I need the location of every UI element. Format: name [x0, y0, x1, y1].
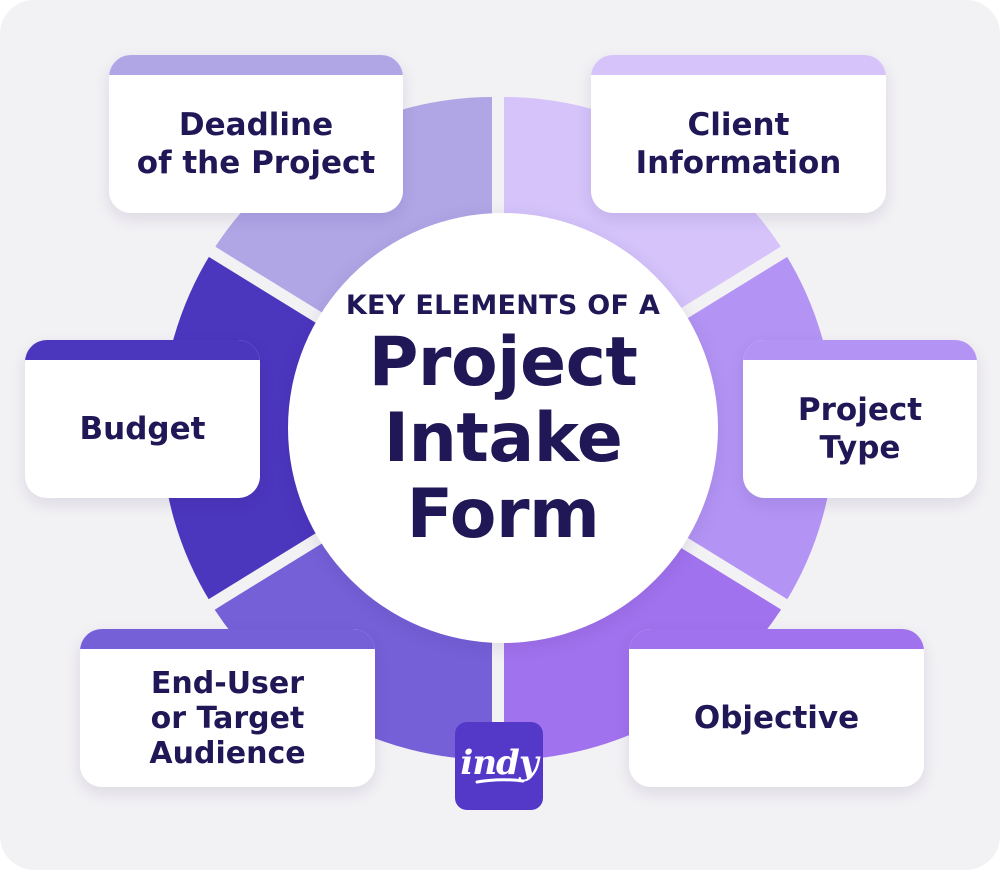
card-end-user: End-User or Target Audience	[80, 629, 375, 787]
center-title-circle: KEY ELEMENTS OF A Project Intake Form	[288, 213, 718, 643]
logo-swoosh-icon	[475, 778, 525, 784]
center-title-line-2: Intake	[383, 398, 623, 478]
center-kicker: KEY ELEMENTS OF A	[345, 289, 661, 321]
logo-wordmark: indy	[460, 743, 538, 783]
card-label-client: Client Information	[591, 75, 886, 213]
card-label-budget: Budget	[25, 360, 260, 498]
card-deadline: Deadline of the Project	[109, 55, 403, 213]
center-title-line-1: Project	[368, 322, 638, 402]
card-label-objective: Objective	[629, 649, 924, 787]
indy-logo: indy	[455, 722, 543, 810]
card-label-project-type: Project Type	[743, 360, 977, 498]
card-objective: Objective	[629, 629, 924, 787]
card-label-end-user: End-User or Target Audience	[80, 649, 375, 787]
card-project-type: Project Type	[743, 340, 977, 498]
center-title-line-3: Form	[406, 474, 600, 554]
card-budget: Budget	[25, 340, 260, 498]
card-label-deadline: Deadline of the Project	[109, 75, 403, 213]
card-client: Client Information	[591, 55, 886, 213]
